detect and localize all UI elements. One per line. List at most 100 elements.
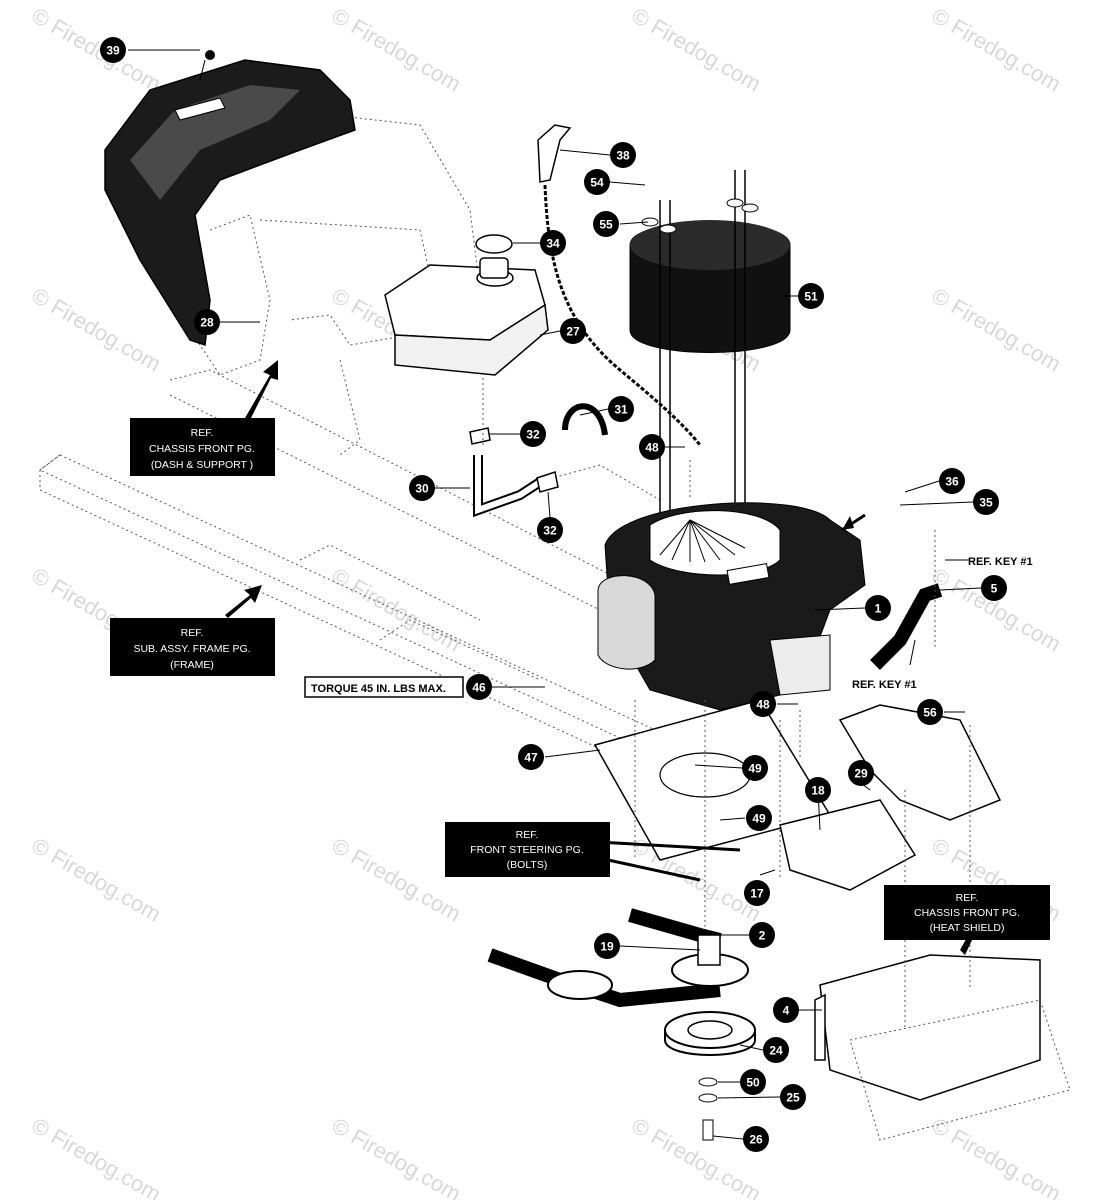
callout-badge	[639, 434, 665, 460]
callout-badge	[584, 169, 610, 195]
ref-box-frame-line-3: (FRAME)	[170, 659, 214, 671]
watermark-text: © Firedog.com	[28, 833, 166, 927]
callout-badge	[520, 421, 546, 447]
callout-28: 28	[194, 309, 220, 335]
callout-55: 55	[593, 211, 619, 237]
dash-panel	[104, 50, 356, 347]
callout-number: 31	[614, 403, 628, 417]
bolt-lines	[634, 460, 971, 1030]
callout-25: 25	[780, 1084, 806, 1110]
callout-46: 46	[466, 674, 492, 700]
watermark-text: © Firedog.com	[928, 283, 1066, 377]
ref-box-dash-line-2: CHASSIS FRONT PG.	[149, 443, 255, 455]
callout-number: 1	[875, 602, 882, 616]
air-filter	[629, 170, 791, 545]
callout-number: 17	[750, 887, 764, 901]
fuel-tank	[384, 234, 549, 376]
callout-number: 38	[616, 149, 630, 163]
callout-badge	[608, 396, 634, 422]
ref-key-label-1: REF. KEY #1	[968, 556, 1033, 568]
callout-47: 47	[518, 744, 544, 770]
ref-box-steering-line-3: (BOLTS)	[507, 859, 548, 871]
watermark-text: © Firedog.com	[628, 3, 766, 97]
callout-badge	[750, 691, 776, 717]
ref-box-steering: REF. FRONT STEERING PG. (BOLTS)	[445, 822, 610, 877]
callout-26: 26	[743, 1126, 769, 1152]
callout-badge	[848, 760, 874, 786]
callout-number: 51	[804, 290, 818, 304]
leader-lines	[128, 49, 982, 1140]
watermark-text: © Firedog.com	[628, 1113, 766, 1200]
callout-number: 55	[599, 218, 613, 232]
callout-number: 29	[854, 767, 868, 781]
callout-badge	[939, 468, 965, 494]
callout-5: 5	[981, 575, 1007, 601]
engine	[597, 502, 866, 711]
callout-number: 2	[759, 929, 766, 943]
callout-badge	[100, 37, 126, 63]
watermark-text: © Firedog.com	[28, 1113, 166, 1200]
callout-badge	[743, 1126, 769, 1152]
callout-badge	[594, 933, 620, 959]
callout-51: 51	[798, 283, 824, 309]
callout-badge	[798, 283, 824, 309]
callout-badge	[610, 142, 636, 168]
callout-badge	[593, 211, 619, 237]
callout-number: 50	[746, 1076, 760, 1090]
callout-29: 29	[848, 760, 874, 786]
ref-key-label-2: REF. KEY #1	[852, 679, 917, 691]
callout-24: 24	[763, 1037, 789, 1063]
callout-number: 32	[526, 428, 540, 442]
callout-number: 36	[945, 475, 959, 489]
callout-badge	[749, 922, 775, 948]
exhaust-pipe	[870, 583, 943, 670]
callout-badge	[466, 674, 492, 700]
callout-badge	[865, 595, 891, 621]
callout-number: 56	[923, 706, 937, 720]
callout-27: 27	[560, 318, 586, 344]
vent-hose	[562, 403, 608, 436]
ref-box-dash-line-1: REF.	[191, 427, 214, 439]
grille	[814, 954, 1071, 1141]
ref-box-heatshield: REF. CHASSIS FRONT PG. (HEAT SHIELD)	[884, 885, 1050, 940]
callout-49: 49	[746, 805, 772, 831]
callout-number: 48	[756, 698, 770, 712]
callout-badge	[780, 1084, 806, 1110]
ref-box-dash-line-3: (DASH & SUPPORT )	[151, 459, 253, 471]
watermark-text: © Firedog.com	[328, 563, 466, 657]
ref-box-dash: REF. CHASSIS FRONT PG. (DASH & SUPPORT )	[130, 418, 275, 476]
callout-1: 1	[865, 595, 891, 621]
callout-48: 48	[639, 434, 665, 460]
callout-number: 54	[590, 176, 604, 190]
callout-badge	[560, 318, 586, 344]
callout-number: 27	[566, 325, 580, 339]
callout-38: 38	[610, 142, 636, 168]
callout-number: 46	[472, 681, 486, 695]
callout-number: 18	[811, 784, 825, 798]
callout-number: 30	[415, 482, 429, 496]
callout-54: 54	[584, 169, 610, 195]
callout-19: 19	[594, 933, 620, 959]
callout-number: 26	[749, 1133, 763, 1147]
callout-number: 47	[524, 751, 538, 765]
callout-17: 17	[744, 880, 770, 906]
callout-35: 35	[973, 489, 999, 515]
callout-badge	[518, 744, 544, 770]
callout-badge	[540, 230, 566, 256]
callout-number: 48	[645, 441, 659, 455]
fuel-line	[469, 375, 661, 518]
callout-number: 19	[600, 940, 614, 954]
callout-badge	[194, 309, 220, 335]
callout-number: 5	[991, 582, 998, 596]
ref-box-heatshield-line-3: (HEAT SHIELD)	[930, 922, 1005, 934]
callout-30: 30	[409, 475, 435, 501]
callout-badge	[973, 489, 999, 515]
callout-badge	[917, 699, 943, 725]
callout-31: 31	[608, 396, 634, 422]
callout-badge	[744, 880, 770, 906]
callout-49: 49	[742, 755, 768, 781]
watermark-text: © Firedog.com	[28, 283, 166, 377]
callout-number: 49	[748, 762, 762, 776]
ref-box-frame: REF. SUB. ASSY. FRAME PG. (FRAME)	[110, 618, 275, 676]
